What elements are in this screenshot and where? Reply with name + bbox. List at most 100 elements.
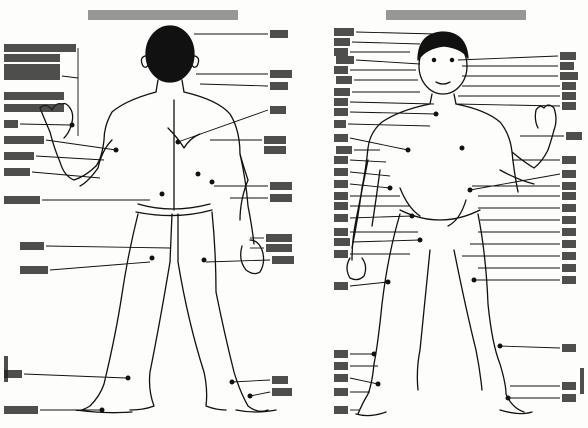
point-label: [562, 216, 576, 224]
point-label: [334, 282, 348, 290]
leader-line: [62, 76, 78, 78]
leader-lines: [20, 32, 564, 410]
point-label: [334, 98, 348, 106]
leader-line: [352, 240, 420, 242]
leader-line: [350, 184, 390, 188]
point-label: [272, 256, 294, 264]
point-label: [334, 88, 350, 96]
leader-line: [356, 32, 436, 34]
point-label: [334, 156, 348, 164]
back-crotch: [170, 214, 178, 262]
point-label: [4, 356, 8, 382]
front-torso-right: [456, 104, 518, 192]
back-points: [70, 123, 253, 413]
leader-line: [50, 262, 150, 270]
front-left-foot: [356, 412, 386, 416]
point-label: [4, 104, 64, 112]
point-label: [334, 350, 348, 358]
point-label: [562, 240, 576, 248]
point-label: [334, 168, 348, 176]
leader-line: [350, 216, 412, 218]
point-label: [562, 276, 576, 284]
leader-line: [46, 140, 116, 150]
front-figure: [347, 32, 556, 416]
point-label: [562, 344, 576, 352]
back-shoulder-blade: [168, 128, 200, 148]
point-label: [264, 146, 286, 154]
point-label: [4, 64, 60, 72]
point-label: [562, 170, 576, 178]
point-label: [272, 388, 292, 396]
point-label: [4, 54, 60, 62]
point-label: [336, 56, 354, 64]
point-label: [580, 368, 584, 394]
point-label: [270, 182, 292, 190]
point-label: [334, 238, 350, 246]
point-label: [4, 136, 44, 144]
point-label: [566, 132, 582, 140]
point-label: [334, 38, 350, 46]
point-label: [334, 406, 348, 414]
front-belly: [400, 188, 480, 226]
back-head: [146, 26, 194, 82]
point-label: [562, 156, 576, 164]
point-label: [4, 92, 64, 100]
leader-line: [24, 374, 126, 378]
point-label: [562, 252, 576, 260]
point-label: [4, 196, 40, 204]
point-label: [4, 72, 60, 80]
back-figure: [40, 26, 276, 413]
front-left-hand: [347, 258, 366, 280]
point-label: [562, 82, 576, 90]
front-left-leg: [358, 214, 430, 414]
leader-line: [350, 378, 378, 384]
point-label: [20, 266, 48, 274]
back-right-hand: [241, 240, 264, 274]
point-label: [4, 406, 38, 414]
point-label: [562, 204, 576, 212]
leader-line: [352, 42, 420, 44]
back-right-leg: [178, 212, 268, 411]
back-right-arm: [240, 154, 254, 244]
point-label: [270, 194, 292, 202]
point-label: [334, 202, 348, 210]
point-label: [20, 242, 44, 250]
leader-line: [232, 380, 270, 382]
leader-line: [350, 102, 434, 104]
leader-line: [350, 282, 388, 286]
point-label: [266, 244, 292, 252]
point-label: [266, 234, 292, 242]
leader-line: [46, 246, 170, 248]
point-label: [334, 108, 348, 116]
point-label: [270, 30, 288, 38]
point-label: [562, 182, 576, 190]
point-label: [562, 92, 576, 100]
leader-line: [32, 172, 100, 178]
point-label: [334, 374, 348, 382]
point-label: [270, 70, 292, 78]
front-right-foot: [500, 410, 532, 414]
front-mouth: [436, 82, 450, 84]
leader-line: [456, 104, 560, 106]
point-label: [270, 106, 286, 114]
point-label: [334, 48, 348, 56]
front-right-hand: [535, 105, 556, 130]
leader-line: [458, 56, 558, 60]
point-label: [334, 214, 348, 222]
point-label: [334, 388, 348, 396]
point-label: [334, 180, 348, 188]
front-neck: [430, 94, 456, 104]
leader-line: [36, 156, 104, 160]
point-label: [562, 382, 576, 390]
point-label: [264, 136, 286, 144]
leader-line: [250, 392, 270, 396]
leader-line: [348, 124, 430, 126]
leader-line: [178, 110, 268, 142]
point-label: [560, 52, 576, 60]
point-label: [336, 146, 352, 154]
point-label: [334, 362, 348, 370]
point-label: [562, 264, 576, 272]
leader-line: [356, 60, 420, 64]
point-label: [4, 168, 30, 176]
